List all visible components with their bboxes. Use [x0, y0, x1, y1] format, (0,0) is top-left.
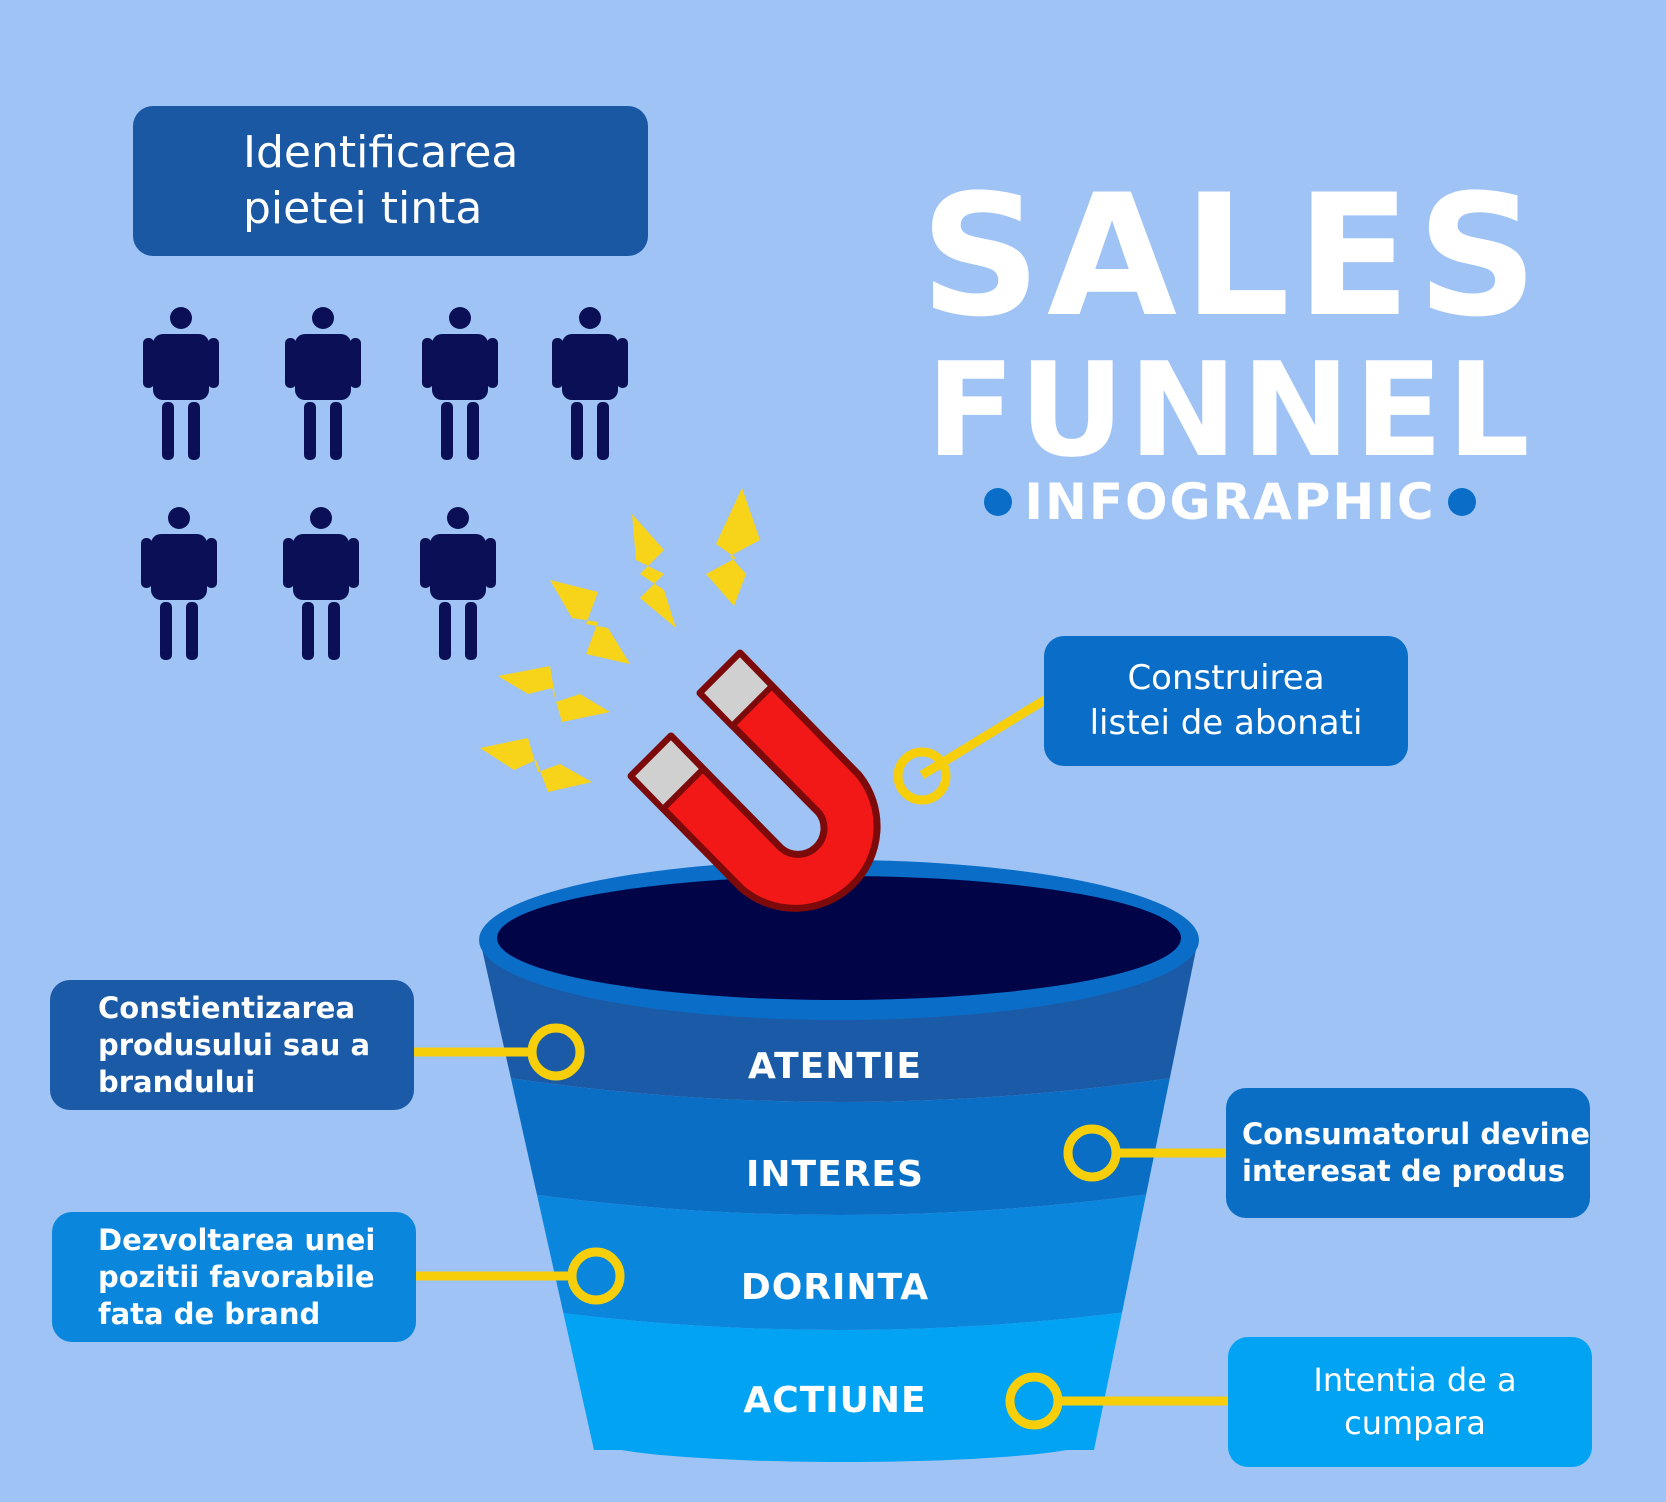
note-actiune-line-1: Intentia de a: [1313, 1361, 1517, 1399]
title-infographic: INFOGRAPHIC: [960, 470, 1500, 534]
note-actiune-box: Intentia de a cumpara: [1228, 1337, 1592, 1467]
funnel-opening: [497, 876, 1181, 1000]
person-icon: [283, 507, 359, 660]
person-icon: [143, 307, 219, 460]
funnel-band-dorinta: [480, 1185, 1198, 1330]
subscribers-line-2: listei de abonati: [1089, 703, 1363, 743]
connector-node: [527, 1023, 585, 1081]
subscribers-line-1: Construirea: [1127, 658, 1325, 698]
target-market-box: Identificarea pietei tinta: [133, 106, 648, 256]
person-icon: [141, 507, 217, 660]
stage-label-dorinta: DORINTA: [740, 1267, 930, 1308]
note-actiune-line-2: cumpara: [1344, 1404, 1486, 1442]
connector-node: [1063, 1124, 1121, 1182]
funnel-band-interes: [480, 1072, 1198, 1215]
person-icon: [285, 307, 361, 460]
note-interes-line-2: interesat de produs: [1242, 1154, 1566, 1188]
funnel-bottom-ellipse: [594, 1418, 1094, 1462]
note-interes-box: Consumatorul devine interesat de produs: [1226, 1088, 1590, 1218]
title-funnel: FUNNEL: [926, 334, 1534, 486]
lightning-bolts: [480, 488, 760, 792]
stage-label-interes: INTERES: [746, 1154, 924, 1195]
magnet-icon: [627, 649, 881, 912]
note-dorinta-line-2: pozitii favorabile: [98, 1259, 375, 1294]
connector-node: [893, 747, 951, 805]
connectors: [412, 694, 1228, 1430]
note-atentie-line-1: Constientizarea: [98, 990, 356, 1025]
person-icon: [422, 307, 498, 460]
stage-label-actiune: ACTIUNE: [743, 1380, 927, 1421]
note-atentie-line-2: produsului sau a: [98, 1027, 371, 1062]
subscribers-box: Construirea listei de abonati: [1044, 636, 1408, 766]
title-infographic-text: INFOGRAPHIC: [1024, 473, 1436, 531]
lightning-bolt-icon: [480, 738, 592, 792]
lightning-bolt-icon: [632, 514, 676, 628]
bullet-dot-icon: [984, 488, 1013, 516]
connector-node: [567, 1247, 625, 1305]
target-market-line-1: Identificarea: [243, 127, 519, 178]
note-dorinta-line-3: fata de brand: [98, 1296, 321, 1331]
person-icon: [552, 307, 628, 460]
note-interes-line-1: Consumatorul devine: [1242, 1117, 1590, 1151]
target-market-line-2: pietei tinta: [243, 183, 483, 234]
note-atentie-line-3: brandului: [98, 1064, 256, 1099]
note-dorinta-box: Dezvoltarea unei pozitii favorabile fata…: [52, 1212, 416, 1342]
note-atentie-box: Constientizarea produsului sau a brandul…: [50, 980, 414, 1110]
person-icon: [420, 507, 496, 660]
note-dorinta-line-1: Dezvoltarea unei: [98, 1222, 376, 1257]
lightning-bolt-icon: [550, 580, 630, 664]
funnel-band-actiune: [480, 1300, 1198, 1450]
connector-node: [1005, 1372, 1063, 1430]
title-sales: SALES: [920, 158, 1544, 354]
target-audience-group: [141, 307, 628, 660]
bullet-dot-icon: [1447, 488, 1476, 516]
lightning-bolt-icon: [706, 488, 760, 606]
stage-label-atentie: ATENTIE: [748, 1046, 922, 1087]
lightning-bolt-icon: [498, 666, 610, 722]
